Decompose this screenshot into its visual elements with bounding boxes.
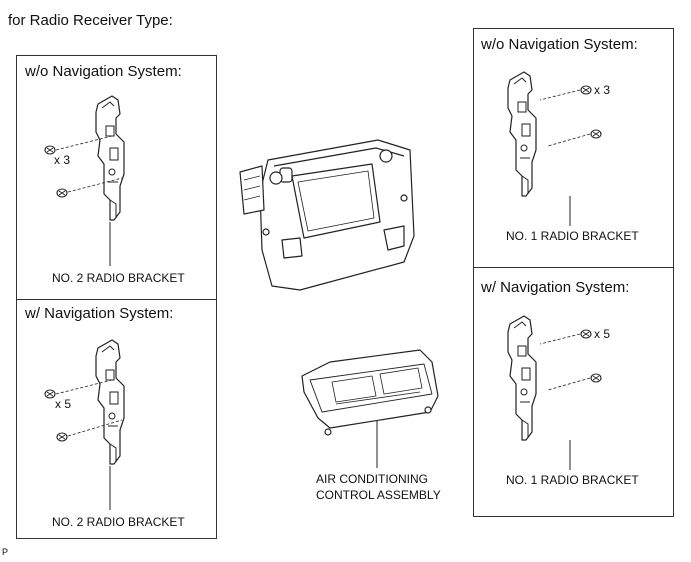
panel-left-top-heading: w/o Navigation System:: [25, 63, 182, 80]
footer-mark: P: [2, 547, 9, 557]
panel-right-bottom: [473, 267, 674, 517]
panel-left-bottom-quantity: x 5: [55, 397, 72, 411]
panel-left-bottom: [16, 299, 217, 539]
panel-left-bottom-heading: w/ Navigation System:: [25, 305, 174, 322]
page-title: for Radio Receiver Type:: [8, 12, 173, 29]
no2-radio-bracket-lower-drawing: [44, 339, 125, 510]
panel-right-bottom-quantity: x 5: [594, 327, 611, 341]
ac-caption-line1: AIR CONDITIONING: [316, 472, 429, 486]
ac-control-assembly-drawing: [301, 349, 439, 468]
no1-radio-bracket-lower-drawing: [507, 315, 602, 470]
panel-right-top-caption: NO. 1 RADIO BRACKET: [506, 229, 639, 243]
panel-right-bottom-heading: w/ Navigation System:: [481, 279, 630, 296]
ac-caption-line2: CONTROL ASSEMBLY: [316, 488, 441, 502]
no2-radio-bracket-upper-drawing: [44, 95, 125, 266]
panel-right-top-quantity: x 3: [594, 83, 611, 97]
panel-left-top-quantity: x 3: [54, 153, 71, 167]
panel-left-top-caption: NO. 2 RADIO BRACKET: [52, 271, 185, 285]
panel-right-bottom-caption: NO. 1 RADIO BRACKET: [506, 473, 639, 487]
no1-radio-bracket-upper-drawing: [507, 71, 602, 226]
radio-receiver-assembly-drawing: [239, 139, 415, 291]
panel-left-bottom-caption: NO. 2 RADIO BRACKET: [52, 515, 185, 529]
panel-right-top-heading: w/o Navigation System:: [481, 36, 638, 53]
